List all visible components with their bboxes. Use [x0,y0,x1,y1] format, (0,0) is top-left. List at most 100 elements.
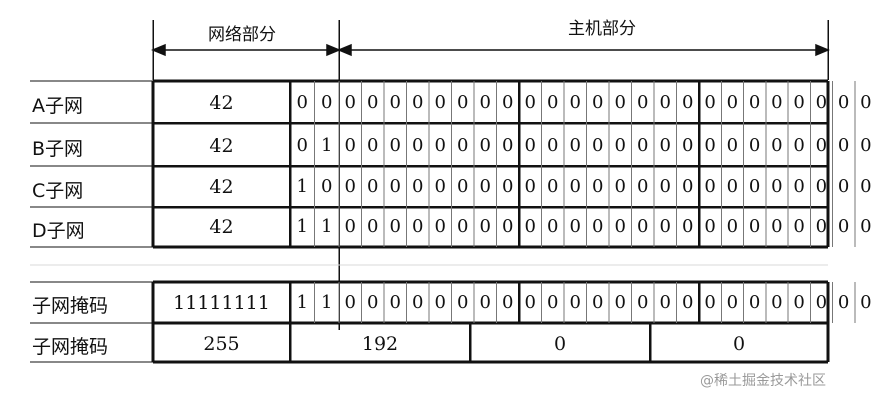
watermark: @稀土掘金技术社区 [700,373,826,389]
bit-digit: 0 [682,176,694,197]
bit-digit: 0 [815,135,828,156]
bit-digit: 0 [389,176,401,197]
bit-digit: 0 [389,92,401,113]
bit-digit: 0 [704,216,716,237]
bit-digit: 0 [502,135,514,156]
bit-digit: 0 [389,135,401,156]
subnet-label: D子网 [32,220,85,242]
bit-digit: 0 [321,176,333,197]
bit-digit: 0 [569,135,581,156]
bit-digit: 0 [726,92,739,113]
bit-digit: 1 [296,176,308,197]
bit-digit: 0 [637,216,649,237]
bit-digit: 0 [793,216,805,237]
bit-digit: 0 [837,92,850,113]
bit-digit: 0 [389,216,401,237]
bit-digit: 0 [412,135,424,156]
bit-digit: 0 [547,176,559,197]
bit-digit: 0 [547,292,559,313]
bit-digit: 0 [367,92,379,113]
subnet-label: A子网 [32,95,83,117]
mask-octet-4: 0 [732,333,746,355]
bit-digit: 0 [659,92,671,113]
bit-digit: 0 [434,92,446,113]
bit-digit: 0 [704,135,716,156]
bit-digit: 0 [748,176,761,197]
bit-digit: 0 [524,176,536,197]
mask-first-octet-binary: 11111111 [173,292,270,314]
bit-digit: 0 [682,216,694,237]
bit-digit: 0 [502,92,514,113]
bit-digit: 0 [682,292,694,313]
bit-digit: 0 [296,135,308,156]
mask-label: 子网掩码 [32,336,109,358]
host-part-label: 主机部分 [568,19,636,39]
bit-digit: 1 [321,135,333,156]
bit-digit: 0 [479,92,491,113]
bit-digit: 0 [502,292,514,313]
bit-digit: 0 [479,292,491,313]
bit-digit: 0 [524,216,536,237]
bit-digit: 0 [412,92,424,113]
bit-digit: 0 [457,92,469,113]
bit-digit: 0 [614,135,626,156]
bit-digit: 0 [389,292,401,313]
bit-digit: 0 [502,176,514,197]
subnet-label: B子网 [32,138,84,160]
first-octet: 42 [209,216,234,238]
bit-digit: 0 [479,176,491,197]
bit-digit: 0 [547,135,559,156]
bit-digit: 0 [726,135,739,156]
bit-digit: 0 [837,292,850,313]
bit-digit: 0 [344,216,356,237]
bit-digit: 0 [815,216,828,237]
bit-digit: 0 [502,216,514,237]
bit-digit: 0 [367,292,379,313]
bit-digit: 0 [748,292,761,313]
bit-digit: 1 [296,292,308,313]
bit-digit: 0 [457,135,469,156]
bit-digit: 0 [704,176,716,197]
bit-digit: 0 [659,176,671,197]
bit-digit: 0 [412,292,424,313]
bit-digit: 0 [704,92,716,113]
bit-digit: 0 [659,216,671,237]
bit-digit: 0 [569,292,581,313]
bit-digit: 0 [748,92,761,113]
bit-digit: 1 [296,216,308,237]
bit-digit: 0 [434,292,446,313]
bit-digit: 1 [321,292,333,313]
bit-digit: 0 [815,92,828,113]
bit-digit: 0 [367,135,379,156]
bit-digit: 0 [637,135,649,156]
mask-octet-3: 0 [553,333,567,355]
bit-digit: 0 [614,176,626,197]
bit-digit: 0 [637,92,649,113]
bit-digit: 0 [592,176,604,197]
bit-digit: 0 [860,176,872,197]
bit-digit: 0 [637,176,649,197]
bit-digit: 0 [771,216,783,237]
bit-digit: 0 [434,216,446,237]
bit-digit: 0 [344,176,356,197]
bit-digit: 0 [614,292,626,313]
network-arrow-left-head [151,43,166,57]
bit-digit: 0 [837,216,850,237]
bit-digit: 0 [412,216,424,237]
bit-digit: 1 [321,216,333,237]
bit-digit: 0 [367,176,379,197]
bit-digit: 0 [592,216,604,237]
mask-label: 子网掩码 [32,295,109,317]
bit-digit: 0 [637,292,649,313]
bit-digit: 0 [748,135,761,156]
bit-digit: 0 [296,92,308,113]
bit-digit: 0 [860,135,872,156]
bit-digit: 0 [569,176,581,197]
bit-digit: 0 [837,135,850,156]
bit-digit: 0 [479,135,491,156]
bit-digit: 0 [434,135,446,156]
bit-digit: 0 [344,92,356,113]
bit-digit: 0 [726,216,739,237]
bit-digit: 0 [524,135,536,156]
